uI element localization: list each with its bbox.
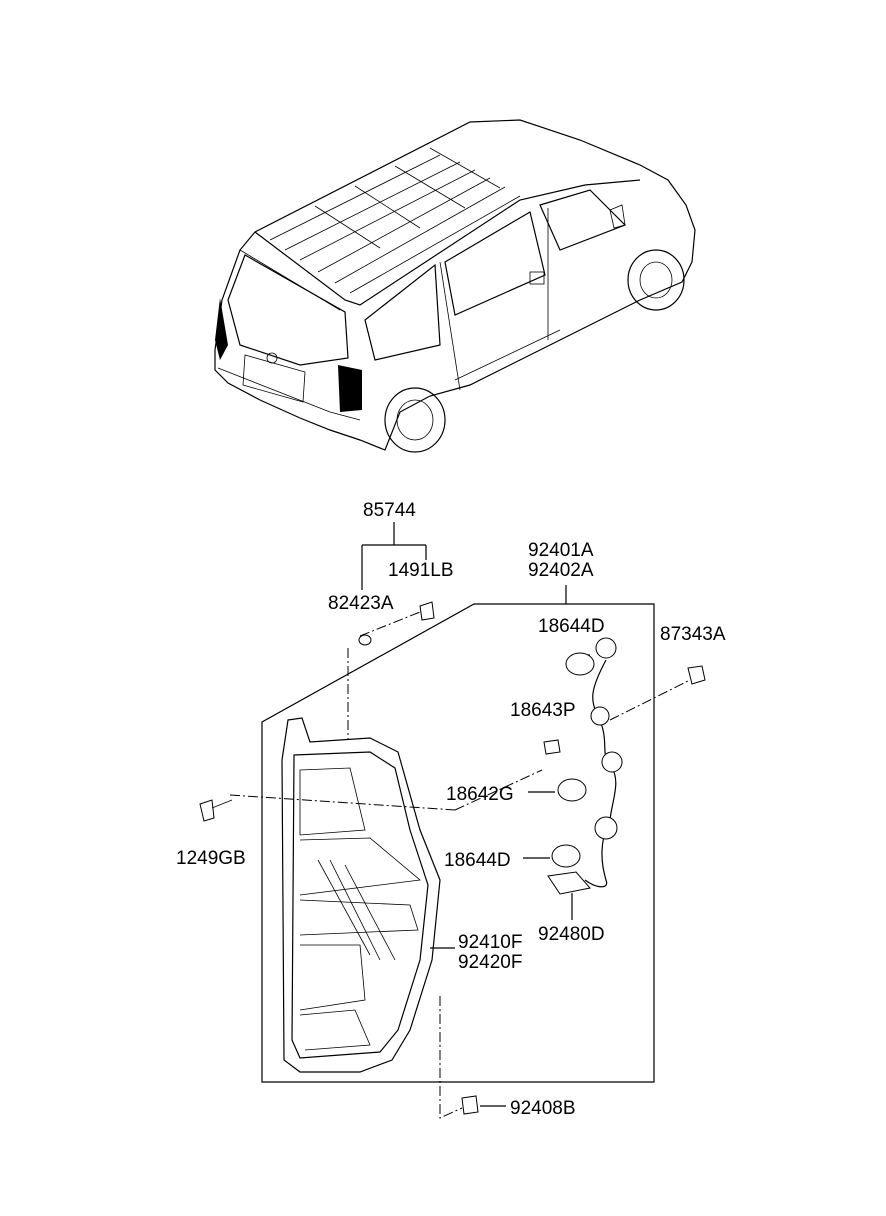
clip-icon xyxy=(358,601,706,1115)
leader-lines xyxy=(229,522,691,1119)
label-92402A: 92402A xyxy=(528,560,594,581)
label-87343A: 87343A xyxy=(660,624,726,645)
wiring-harness xyxy=(547,637,623,895)
label-82423A: 82423A xyxy=(328,593,394,614)
label-18643P: 18643P xyxy=(510,700,576,721)
part-labels: 85744 1491LB 82423A 92401A 92402A 18644D… xyxy=(176,500,726,1119)
tail-lamp-assembly xyxy=(281,717,441,1073)
label-92410F: 92410F xyxy=(458,932,522,953)
label-92420F: 92420F xyxy=(458,952,522,973)
label-92408B: 92408B xyxy=(510,1098,576,1119)
label-18644D-bottom: 18644D xyxy=(444,850,511,871)
bulb-icon xyxy=(543,652,595,868)
label-18644D-top: 18644D xyxy=(538,616,605,637)
label-85744: 85744 xyxy=(363,500,416,521)
screw-icon xyxy=(199,799,233,822)
label-1249GB: 1249GB xyxy=(176,848,246,869)
label-92480D: 92480D xyxy=(538,924,605,945)
label-18642G: 18642G xyxy=(446,784,514,805)
label-92401A: 92401A xyxy=(528,540,594,561)
label-1491LB: 1491LB xyxy=(388,560,454,581)
vehicle-illustration xyxy=(214,119,696,453)
